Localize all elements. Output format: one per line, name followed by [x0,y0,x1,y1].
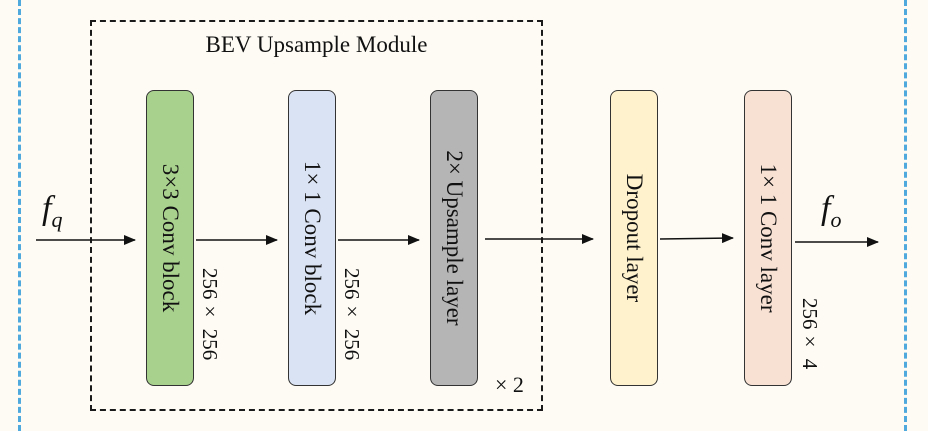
conv1x1-block: 1× 1 Conv block [288,90,336,386]
input-feature-label: fq [42,190,63,232]
dropout-layer-label: Dropout layer [622,173,647,303]
conv-layer-dim-label: 256× 4 [798,298,822,370]
dropout-layer-block: Dropout layer [610,90,658,386]
output-feature-label: fo [821,190,842,232]
upsample-layer-block: 2× Upsample layer [430,90,478,386]
right-dashed-border [904,0,907,431]
upsample-module-box [90,20,543,411]
conv3x3-dim-label: 256× 256 [198,268,222,361]
conv3x3-block: 3×3 Conv block [146,90,194,386]
conv3x3-block-label: 3×3 Conv block [158,163,183,313]
conv1x1-block-label: 1× 1 Conv block [300,160,325,316]
conv1x1-dim-label: 256× 256 [340,268,364,361]
upsample-layer-label: 2× Upsample layer [442,150,467,326]
module-title: BEV Upsample Module [205,32,428,57]
conv1x1-layer-label: 1× 1 Conv layer [756,163,781,313]
left-dashed-border [18,0,21,431]
arrow-dropout-to-conv-layer [659,233,734,244]
conv1x1-layer-block: 1× 1 Conv layer [744,90,792,386]
repeat-count-label: × 2 [495,372,524,397]
